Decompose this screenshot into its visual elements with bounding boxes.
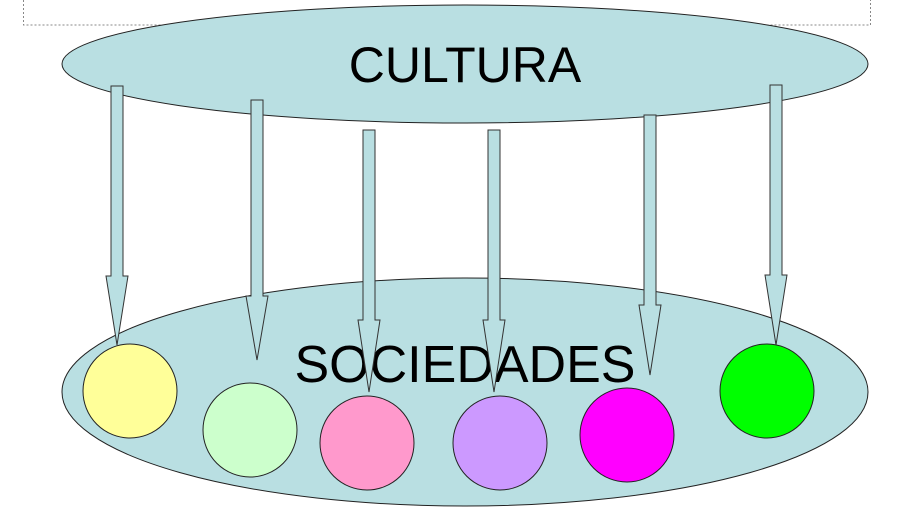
down-arrow-icon <box>245 99 269 361</box>
down-arrow-icon <box>482 129 506 393</box>
down-arrow-icon <box>357 129 381 393</box>
society-circle <box>319 395 415 491</box>
society-circle <box>579 387 675 483</box>
society-circle <box>202 382 298 478</box>
societies-label: SOCIEDADES <box>295 336 636 394</box>
society-circle <box>82 343 178 439</box>
down-arrow-icon <box>638 114 662 376</box>
down-arrow-icon <box>764 84 788 346</box>
down-arrow-icon <box>105 85 129 346</box>
culture-label: CULTURA <box>349 37 582 93</box>
society-circle <box>452 395 548 491</box>
culture-ellipse <box>61 4 869 124</box>
society-circle <box>719 343 815 439</box>
